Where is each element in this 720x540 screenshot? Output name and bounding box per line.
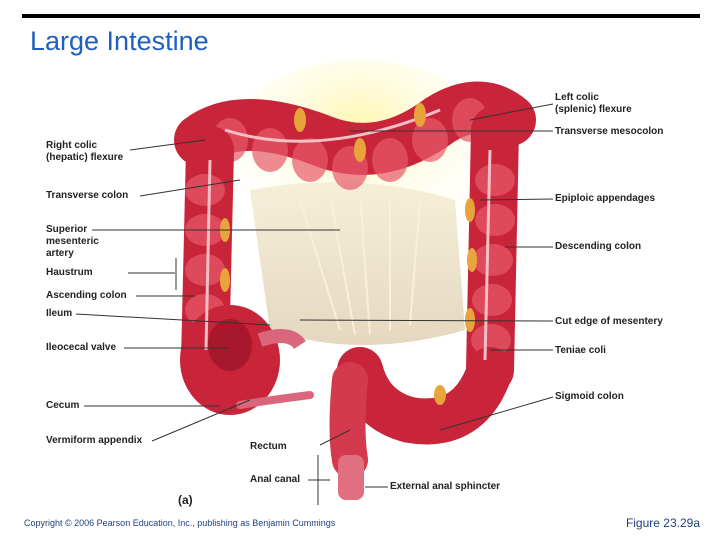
label-ascending-colon: Ascending colon	[46, 290, 127, 301]
anal-canal-shape	[338, 455, 364, 500]
label-transverse-mesocolon: Transverse mesocolon	[555, 126, 664, 137]
label-ileocecal-valve: Ileocecal valve	[46, 342, 117, 353]
label-left-colic-flexure: Left colic (splenic) flexure	[555, 92, 632, 115]
mesentery-fibers	[299, 194, 421, 336]
slide-title: Large Intestine	[30, 26, 209, 56]
sigmoid-colon-shape	[337, 347, 513, 445]
label-vermiform-appendix: Vermiform appendix	[46, 435, 143, 446]
rectum-shape	[329, 362, 368, 478]
label-sigmoid-colon: Sigmoid colon	[555, 391, 624, 402]
label-descending-colon: Descending colon	[555, 241, 642, 252]
label-teniae-coli: Teniae coli	[555, 345, 606, 356]
ileocecal-opening	[208, 319, 252, 371]
label-right-colic-flexure: Right colic (hepatic) flexure	[46, 140, 124, 163]
figure-reference: Figure 23.29a	[625, 516, 700, 530]
ileum-shape	[257, 329, 306, 350]
label-superior-mesenteric-artery: Superior mesenteric artery	[46, 224, 99, 259]
leader-lines	[75, 103, 554, 505]
title-rule	[22, 14, 700, 18]
label-rectum: Rectum	[250, 441, 287, 452]
label-cut-edge-mesentery: Cut edge of mesentery	[555, 316, 663, 327]
label-external-anal-sphincter: External anal sphincter	[390, 481, 501, 492]
epiploic-fat	[220, 103, 477, 405]
copyright-text: Copyright © 2006 Pearson Education, Inc.…	[24, 518, 336, 528]
label-ileum: Ileum	[46, 308, 73, 319]
label-epiploic-appendages: Epiploic appendages	[555, 193, 656, 204]
transverse-haustra	[212, 98, 488, 190]
label-cecum: Cecum	[46, 400, 80, 411]
label-haustrum: Haustrum	[46, 267, 93, 278]
descending-haustra	[471, 164, 515, 356]
teniae-coli-bands	[204, 108, 492, 361]
ascending-haustra	[185, 174, 225, 326]
label-anal-canal: Anal canal	[250, 474, 301, 485]
label-transverse-colon: Transverse colon	[46, 190, 129, 201]
appendix-shape	[236, 391, 314, 409]
panel-caption: (a)	[178, 493, 193, 507]
